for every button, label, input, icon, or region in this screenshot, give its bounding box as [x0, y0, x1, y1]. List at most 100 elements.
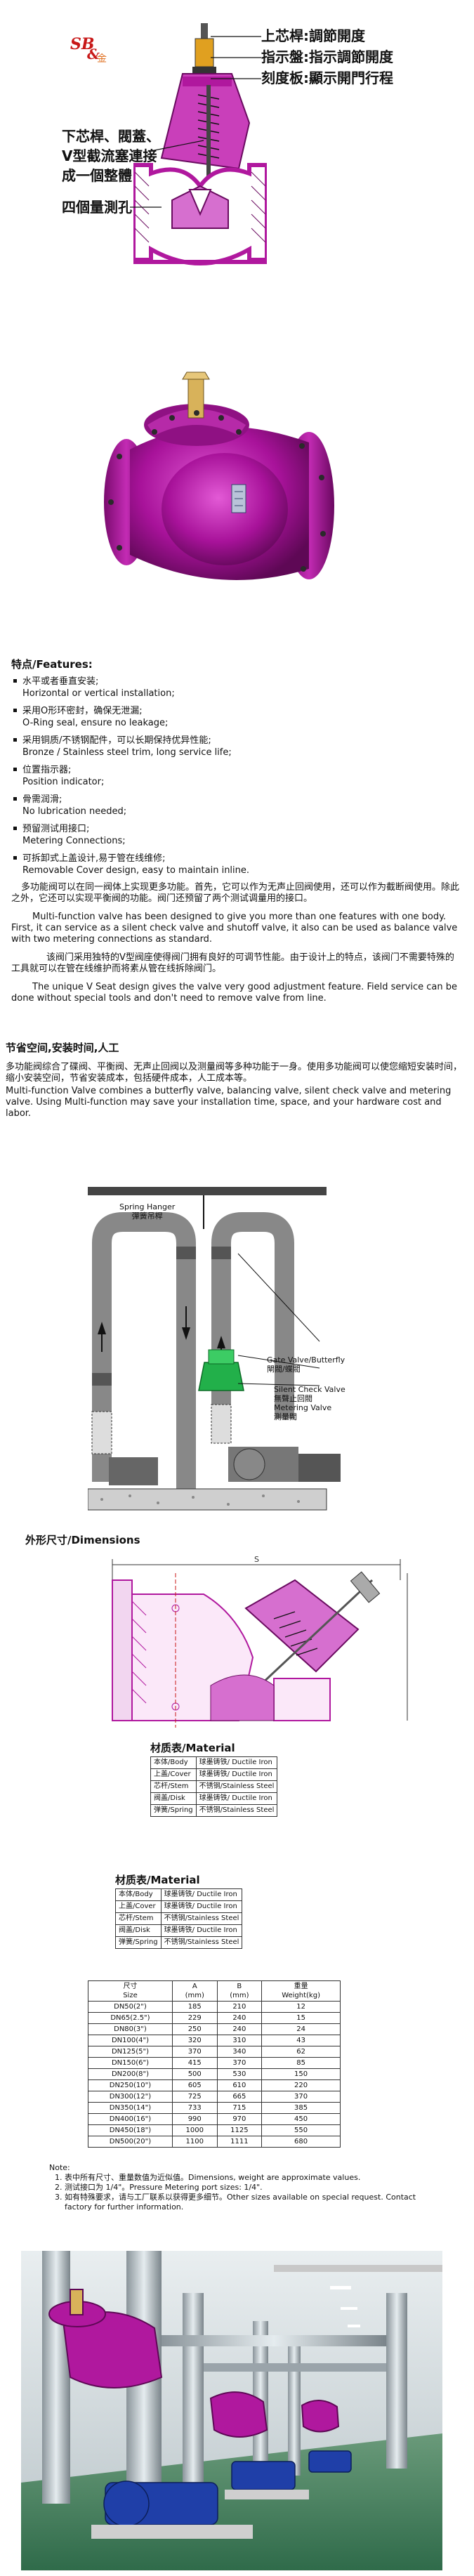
table-cell: DN400(16"): [88, 2113, 173, 2125]
table-cell: DN125(5"): [88, 2046, 173, 2058]
table-cell: 970: [216, 2113, 263, 2125]
space-saving-section: 节省空间,安装时间,人工 多功能阀综合了碟阀、平衡阀、无声止回阀以及测量阀等多种…: [6, 1036, 462, 1126]
table-cell: 310: [216, 2035, 263, 2046]
table-cell: 12: [261, 2001, 341, 2013]
table-cell: 62: [261, 2046, 341, 2058]
table-cell: 990: [171, 2113, 218, 2125]
table-cell: 370: [261, 2091, 341, 2103]
table-cell: 530: [216, 2068, 263, 2080]
table-cell: 550: [261, 2124, 341, 2136]
table-cell: 150: [261, 2068, 341, 2080]
table-cell: 370: [216, 2057, 263, 2069]
label-s: S: [254, 1555, 259, 1564]
notes-list: 表中所有尺寸、重量数值为近似值。Dimensions, weight are a…: [49, 2173, 442, 2212]
paragraph-en-1: Multi-function valve has been designed t…: [11, 912, 458, 945]
table-cell: DN150(6"): [88, 2057, 173, 2069]
list-item: 骨需润滑;No lubrication needed;: [11, 794, 461, 817]
features-list: 水平或者垂直安装;Horizontal or vertical installa…: [11, 676, 461, 876]
installation-photo: [21, 2251, 442, 2570]
metering-valve-label: Metering Valve 測量閥: [274, 1403, 332, 1421]
spring-hanger-label: Spring Hanger 彈簧吊桿: [119, 1202, 176, 1221]
paragraph-zh-1: 多功能阀可以在同一阀体上实现更多功能。首先，它可以作为无声止回阀使用，还可以作为…: [11, 882, 460, 904]
brand-logo: SB & 金: [69, 31, 111, 65]
material-table-1-title: 材质表/Material: [150, 1742, 235, 1754]
table-cell: 1111: [216, 2136, 263, 2148]
svg-text:SB: SB: [70, 35, 94, 53]
paragraph-zh-2: 该阀门采用独特的V型阀座使得阀门拥有良好的可调节性能。由于设计上的特点，该阀门不…: [11, 952, 454, 974]
list-item: 采用铜质/不锈钢配件，可以长期保持优异性能;Bronze / Stainless…: [11, 735, 461, 758]
table-cell: 85: [261, 2057, 341, 2069]
table-cell: 1100: [171, 2136, 218, 2148]
svg-text:金: 金: [97, 53, 107, 65]
table-cell: DN350(14"): [88, 2102, 173, 2114]
installation-diagram: [88, 1187, 341, 1511]
table-cell: DN80(3"): [88, 2023, 173, 2035]
valve-product-photo: [104, 372, 334, 580]
paragraph-en-2: The unique V Seat design gives the valve…: [11, 982, 458, 1004]
table-cell: 610: [216, 2079, 263, 2091]
table-cell: 415: [171, 2057, 218, 2069]
material-table-2-title: 材质表/Material: [115, 1874, 200, 1886]
table-cell: DN200(8"): [88, 2068, 173, 2080]
table-cell: DN300(12"): [88, 2091, 173, 2103]
space-saving-heading: 节省空间,安装时间,人工: [6, 1041, 119, 1054]
annotation-scale: 刻度板:顯示開門行程: [261, 70, 393, 86]
notes-block: Note: 表中所有尺寸、重量数值为近似值。Dimensions, weight…: [49, 2163, 442, 2212]
product-photo-section: [0, 337, 474, 639]
list-item: 位置指示器;Position indicator;: [11, 764, 461, 788]
annotation-upper-stem: 上芯桿:調節開度: [261, 27, 365, 44]
silent-check-valve-label: Silent Check Valve 無聲止回閥: [274, 1385, 345, 1403]
table-cell: 370: [171, 2046, 218, 2058]
annotation-indicator: 指示盤:指示調節開度: [261, 48, 393, 65]
svg-text:&: &: [87, 46, 100, 63]
list-item: 水平或者垂直安装;Horizontal or vertical installa…: [11, 676, 461, 699]
features-section: 特点/Features: 水平或者垂直安装;Horizontal or vert…: [11, 657, 461, 1011]
nameplate-icon: [231, 484, 246, 513]
table-cell: 725: [171, 2091, 218, 2103]
features-title: 特点/Features:: [11, 658, 93, 671]
table-cell: DN50(2"): [88, 2001, 173, 2013]
table-cell: 680: [261, 2136, 341, 2148]
installation-diagram-section: Spring Hanger 彈簧吊桿 Gate Valve/Butterfly …: [0, 1187, 474, 1531]
table-cell: 229: [171, 2012, 218, 2024]
table-cell: DN500(20"): [88, 2136, 173, 2148]
dimensions-title: 外形尺寸/Dimensions: [25, 1534, 140, 1546]
table-cell: 320: [171, 2035, 218, 2046]
list-item: 如有特殊要求，请与工厂联系以获得更多细节。Other sizes availab…: [65, 2193, 442, 2212]
table-cell: 605: [171, 2079, 218, 2091]
table-cell: 220: [261, 2079, 341, 2091]
dimension-drawing-section: S: [0, 1552, 474, 1735]
table-cell: 185: [171, 2001, 218, 2013]
gate-valve-label: Gate Valve/Butterfly 閘閥/蝶閥: [267, 1355, 345, 1374]
table-cell: DN450(18"): [88, 2124, 173, 2136]
list-item: 采用O形环密封，确保无泄漏;O-Ring seal, ensure no lea…: [11, 705, 461, 729]
annotation-lower-stem: 下芯桿、閥蓋、 V型截流塞連接 成一個整體: [62, 128, 160, 184]
list-item: 测试接口为 1/4"。Pressure Metering port sizes:…: [65, 2183, 442, 2193]
